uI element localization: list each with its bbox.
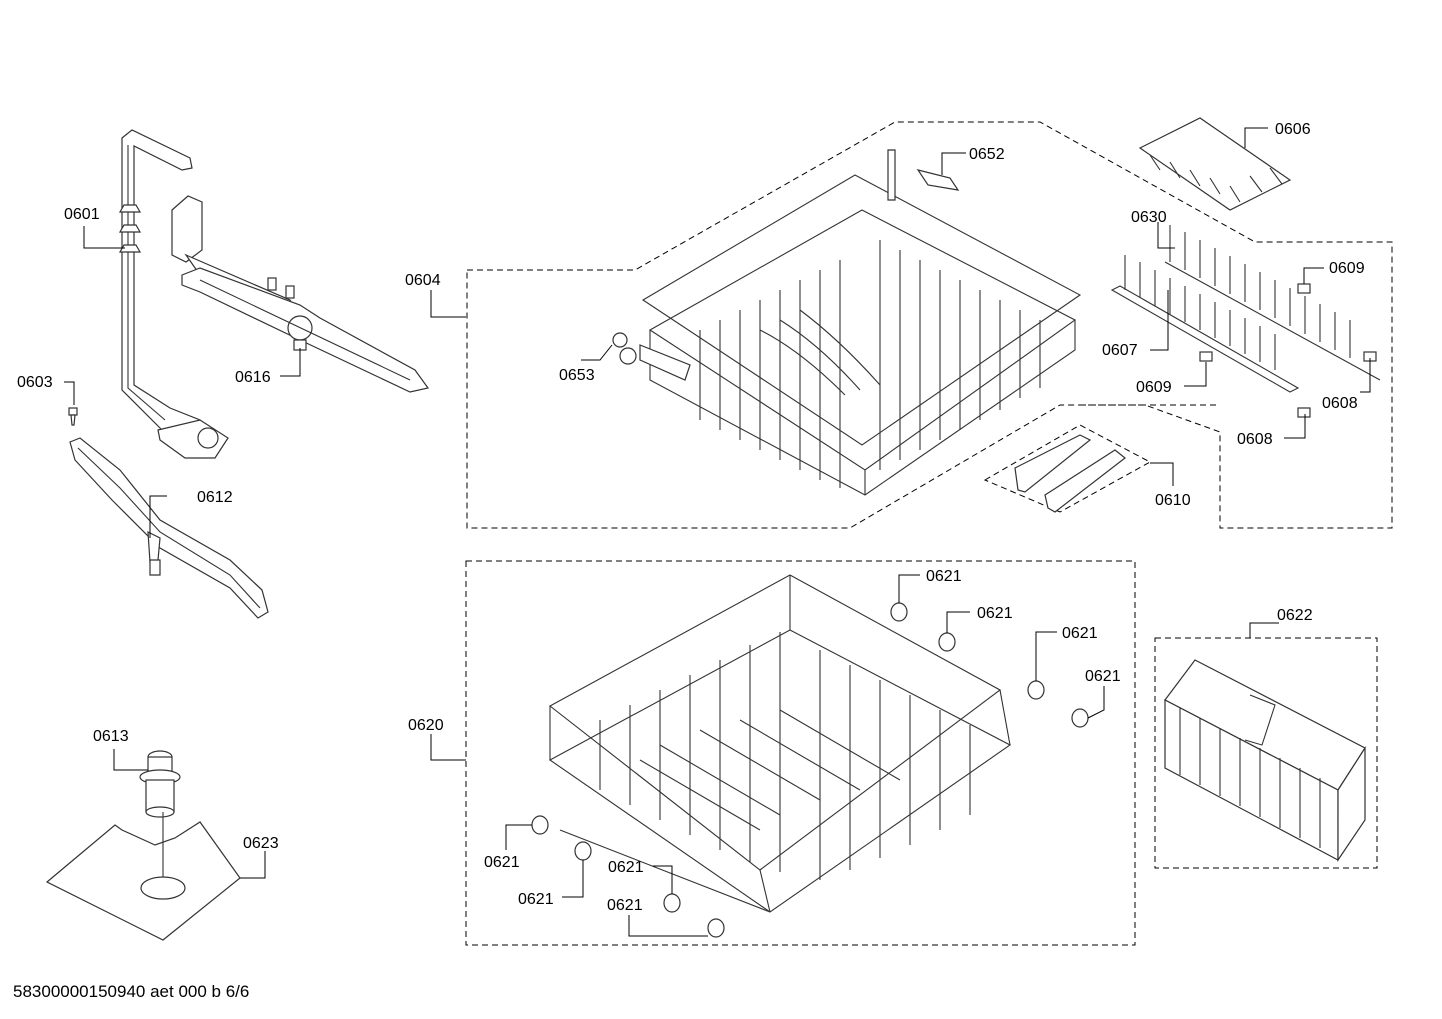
filter-plate-0623 xyxy=(45,812,241,941)
label-0608-a: 0608 xyxy=(1322,395,1358,412)
label-0621-f: 0621 xyxy=(518,891,554,908)
tine-row-0607 xyxy=(1110,255,1300,393)
part-labels: 0601 0603 0604 0606 0607 0608 0608 0609 … xyxy=(17,121,1365,914)
label-0610: 0610 xyxy=(1155,492,1191,509)
label-0653: 0653 xyxy=(559,367,595,384)
label-0630: 0630 xyxy=(1131,209,1167,226)
cup-shelf-0606 xyxy=(1138,117,1292,211)
label-0616: 0616 xyxy=(235,369,271,386)
basket-wheels-0621 xyxy=(531,602,1089,938)
label-0621-e: 0621 xyxy=(484,854,520,871)
label-0623: 0623 xyxy=(243,835,279,852)
upper-basket-tines xyxy=(699,240,1041,488)
lower-basket-group-outline xyxy=(465,560,1136,946)
label-0620: 0620 xyxy=(408,717,444,734)
supply-pipe-0601 xyxy=(118,129,229,459)
label-0621-h: 0621 xyxy=(607,897,643,914)
label-0606: 0606 xyxy=(1275,121,1311,138)
upper-spray-arm-0616 xyxy=(171,195,430,393)
label-0601: 0601 xyxy=(64,206,100,223)
label-0652: 0652 xyxy=(969,146,1005,163)
label-0609-a: 0609 xyxy=(1329,260,1365,277)
label-0608-b: 0608 xyxy=(1237,431,1273,448)
label-0621-d: 0621 xyxy=(1085,668,1121,685)
label-0621-a: 0621 xyxy=(926,568,962,585)
label-0609-b: 0609 xyxy=(1136,379,1172,396)
lower-basket-0620 xyxy=(548,574,1012,913)
filter-0613 xyxy=(139,750,181,818)
leader-lines xyxy=(64,127,1371,937)
label-0612: 0612 xyxy=(197,489,233,506)
label-0621-g: 0621 xyxy=(608,859,644,876)
label-0621-c: 0621 xyxy=(1062,625,1098,642)
label-0603: 0603 xyxy=(17,374,53,391)
label-0607: 0607 xyxy=(1102,342,1138,359)
lower-basket-tines xyxy=(599,632,971,880)
handle-group-outline xyxy=(983,424,1152,513)
drawing-reference-footer: 58300000150940 aet 000 b 6/6 xyxy=(13,982,249,1001)
cutlery-basket-group-outline xyxy=(1154,637,1378,869)
rack-wheel-0653 xyxy=(612,332,691,381)
upper-basket-group-outline xyxy=(466,121,1393,529)
tine-row-0630 xyxy=(1164,225,1381,381)
label-0621-b: 0621 xyxy=(977,605,1013,622)
upper-basket-0604 xyxy=(641,149,1082,496)
lower-spray-arm-0612 xyxy=(69,437,269,619)
label-0604: 0604 xyxy=(405,272,441,289)
screw-0603 xyxy=(68,407,78,426)
handle-0610 xyxy=(1014,434,1126,513)
label-0613: 0613 xyxy=(93,728,129,745)
cutlery-basket-0622 xyxy=(1164,659,1366,862)
label-0622: 0622 xyxy=(1277,607,1313,624)
